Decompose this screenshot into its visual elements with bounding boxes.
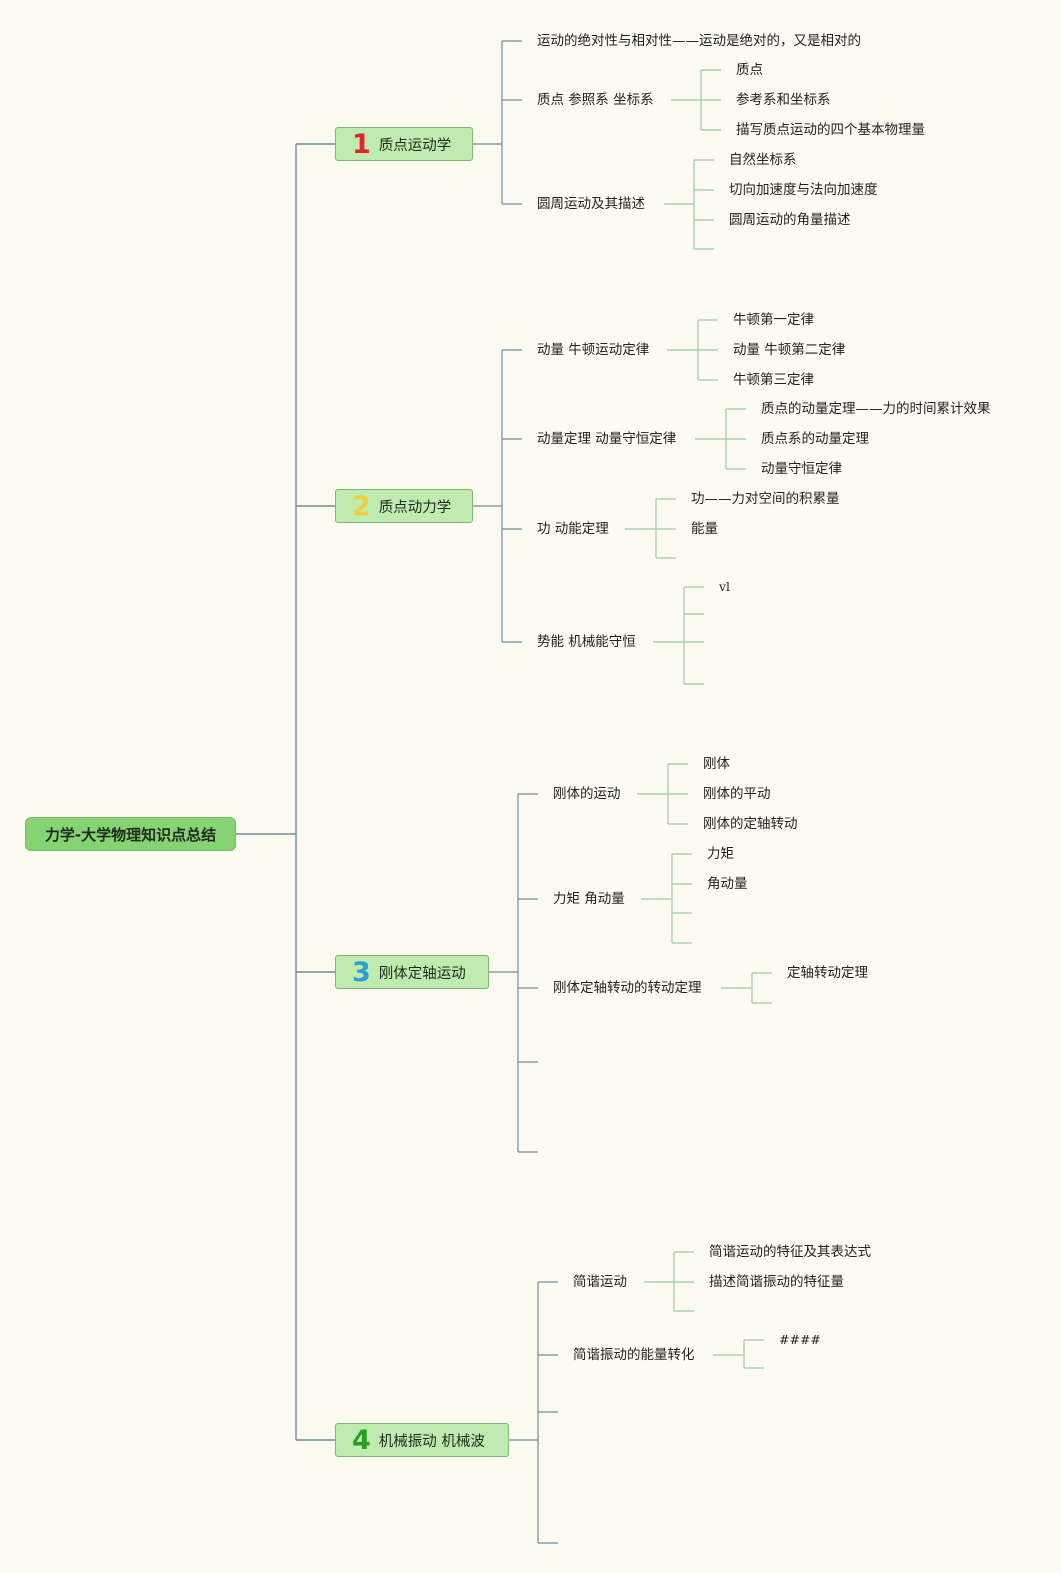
subtopic-label[interactable]: 质点 参照系 坐标系	[537, 92, 654, 108]
leaf-label[interactable]: 描述简谐振动的特征量	[709, 1274, 844, 1290]
subtopic-label[interactable]: 力矩 角动量	[553, 891, 625, 907]
topic-number-3: 3	[352, 956, 371, 988]
topic-label-4: 机械振动 机械波	[378, 1433, 485, 1450]
leaf-label[interactable]: 参考系和坐标系	[736, 92, 831, 108]
leaf-label[interactable]: ####	[779, 1332, 821, 1347]
leaf-label[interactable]: 刚体	[703, 756, 730, 772]
topic-number-1: 1	[352, 128, 371, 160]
topic-node-1[interactable]: 1 质点运动学	[335, 127, 473, 161]
leaf-label[interactable]: 力矩	[707, 846, 734, 862]
leaf-label[interactable]: 能量	[691, 521, 718, 537]
leaf-label[interactable]: 功——力对空间的积累量	[691, 491, 840, 507]
subtopic-label[interactable]: 简谐振动的能量转化	[573, 1347, 695, 1363]
leaf-label[interactable]: 自然坐标系	[729, 152, 797, 168]
leaf-label[interactable]: 切向加速度与法向加速度	[729, 182, 878, 198]
subtopic-label[interactable]: 动量 牛顿运动定律	[537, 342, 650, 358]
subtopic-label[interactable]: 简谐运动	[573, 1274, 627, 1290]
subtopic-label[interactable]: 动量定理 动量守恒定律	[537, 431, 677, 447]
leaf-label[interactable]: 动量 牛顿第二定律	[733, 342, 846, 358]
topic-node-2[interactable]: 2 质点动力学	[335, 489, 473, 523]
leaf-label[interactable]: 刚体的定轴转动	[703, 816, 798, 832]
leaf-label[interactable]: 质点	[736, 62, 763, 78]
topic-node-4[interactable]: 4 机械振动 机械波	[335, 1423, 509, 1457]
topic-number-2: 2	[352, 490, 371, 522]
leaf-label[interactable]: 定轴转动定理	[787, 965, 868, 981]
topic-label-1: 质点运动学	[378, 137, 452, 154]
root-node[interactable]: 力学-大学物理知识点总结	[25, 817, 236, 851]
subtopic-label[interactable]: 功 动能定理	[537, 521, 609, 537]
leaf-label[interactable]: 圆周运动的角量描述	[729, 212, 851, 228]
subtopic-label[interactable]: 圆周运动及其描述	[537, 196, 645, 212]
leaf-label[interactable]: 质点系的动量定理	[761, 431, 869, 447]
leaf-label[interactable]: vl	[719, 579, 731, 594]
topic-label-3: 刚体定轴运动	[378, 965, 466, 982]
leaf-label[interactable]: 质点的动量定理——力的时间累计效果	[761, 401, 991, 417]
leaf-label[interactable]: 角动量	[707, 876, 748, 892]
leaf-label[interactable]: 简谐运动的特征及其表达式	[709, 1244, 871, 1260]
leaf-label[interactable]: 刚体的平动	[703, 786, 771, 802]
leaf-label[interactable]: 牛顿第三定律	[733, 372, 814, 388]
leaf-label[interactable]: 动量守恒定律	[761, 461, 842, 477]
topic-label-2: 质点动力学	[378, 499, 452, 516]
leaf-label[interactable]: 牛顿第一定律	[733, 312, 814, 328]
leaf-label[interactable]: 描写质点运动的四个基本物理量	[736, 122, 925, 138]
subtopic-label[interactable]: 刚体定轴转动的转动定理	[553, 980, 702, 996]
subtopic-label[interactable]: 刚体的运动	[553, 786, 621, 802]
topic-number-4: 4	[352, 1424, 371, 1456]
subtopic-label[interactable]: 势能 机械能守恒	[537, 634, 636, 650]
subtopic-label[interactable]: 运动的绝对性与相对性——运动是绝对的，又是相对的	[537, 33, 861, 49]
topic-node-3[interactable]: 3 刚体定轴运动	[335, 955, 489, 989]
